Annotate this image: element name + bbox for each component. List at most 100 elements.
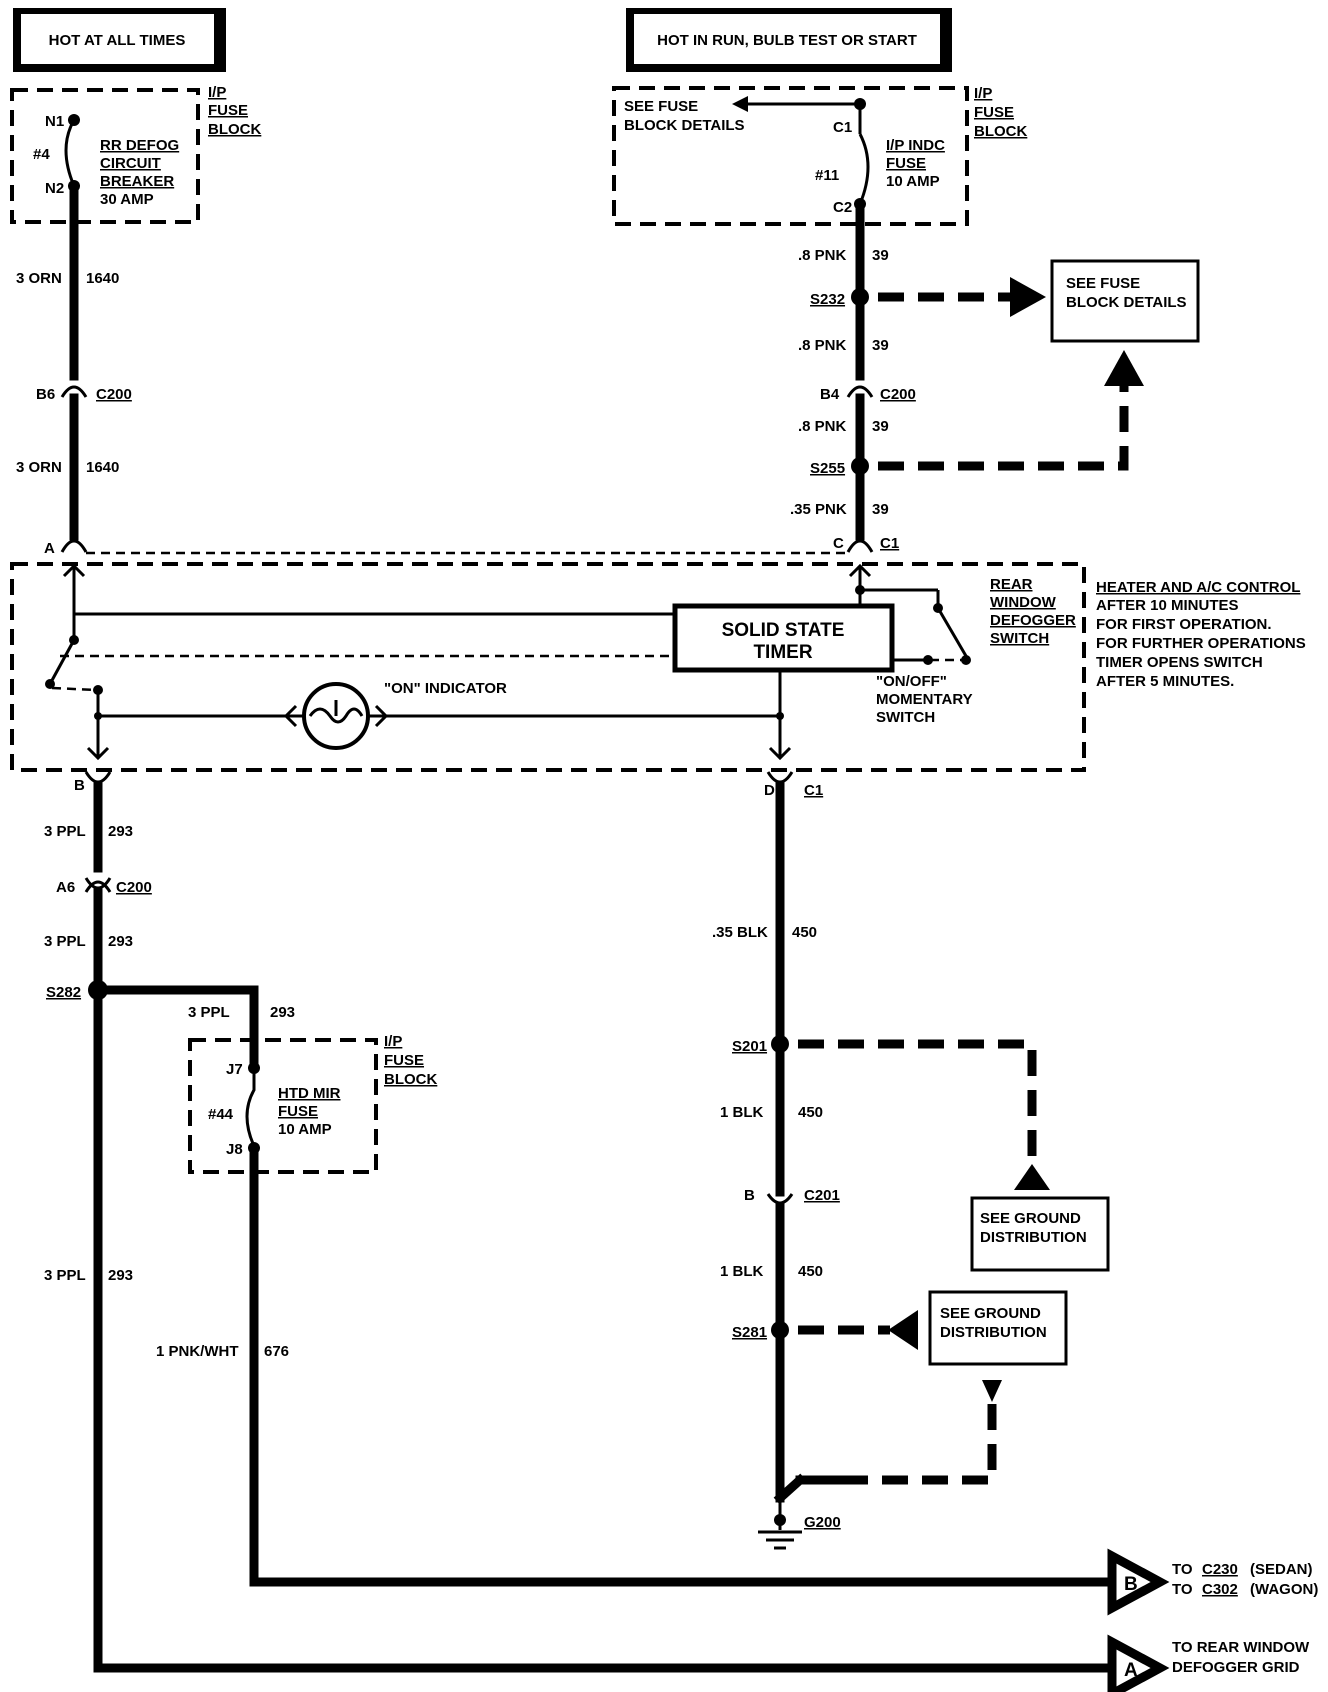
connector-b4: B4 bbox=[820, 386, 840, 403]
see-fuse-block-2: BLOCK DETAILS bbox=[1066, 294, 1187, 311]
fuse-block-left-label-1: I/P bbox=[208, 84, 226, 101]
right-see-details-1: SEE FUSE bbox=[624, 98, 698, 115]
fuse-number-11: #11 bbox=[815, 167, 839, 184]
heater-note-4: FOR FURTHER OPERATIONS bbox=[1096, 635, 1306, 652]
switch-label-2: WINDOW bbox=[990, 594, 1057, 611]
see-ground-1-line2: DISTRIBUTION bbox=[980, 1229, 1087, 1246]
output-a-letter: A bbox=[1124, 1660, 1138, 1681]
right-see-details-2: BLOCK DETAILS bbox=[624, 117, 745, 134]
wire-pnkwht-676: 1 PNK/WHT 676 bbox=[156, 1147, 1115, 1587]
fuse-block-left-label-2: FUSE bbox=[208, 102, 248, 119]
breaker-name-1: RR DEFOG bbox=[100, 137, 179, 154]
switch-label-4: SWITCH bbox=[990, 630, 1049, 647]
fuse-details-reference: SEE FUSE BLOCK DETAILS bbox=[878, 259, 1200, 471]
wire-pnk-circuit-4: 39 bbox=[872, 501, 889, 518]
wire-ppl-gauge-3: 3 PPL bbox=[188, 1004, 230, 1021]
wire-pnk-circuit-3: 39 bbox=[872, 418, 889, 435]
wire-pnk-gauge-3: .8 PNK bbox=[798, 418, 847, 435]
fuse-block-htd-label-2: FUSE bbox=[384, 1052, 424, 1069]
connector-c200-lower: C200 bbox=[116, 879, 152, 896]
wire-ppl-gauge-1: 3 PPL bbox=[44, 823, 86, 840]
connector-c1-lower: C1 bbox=[804, 782, 823, 799]
splice-s282: S282 bbox=[46, 984, 81, 1001]
indc-fuse-name-1: I/P INDC bbox=[886, 137, 945, 154]
pin-n2: N2 bbox=[45, 180, 64, 197]
connector-c200-left: C200 bbox=[96, 386, 132, 403]
header-hot-at-all-times: HOT AT ALL TIMES bbox=[13, 8, 226, 72]
fuse-block-left-label-3: BLOCK bbox=[208, 121, 261, 138]
output-b-wagon: (WAGON) bbox=[1250, 1581, 1318, 1598]
wire-pnk-39: .8 PNK 39 S232 .8 PNK 39 B4 C200 .8 PNK … bbox=[790, 203, 916, 553]
splice-s201: S201 bbox=[732, 1038, 767, 1055]
connector-c200-right: C200 bbox=[880, 386, 916, 403]
connector-a6: A6 bbox=[56, 879, 75, 896]
breaker-name-3: BREAKER bbox=[100, 173, 174, 190]
output-b-sedan: (SEDAN) bbox=[1250, 1561, 1313, 1578]
connector-c: C bbox=[833, 535, 844, 552]
heater-note-6: AFTER 5 MINUTES. bbox=[1096, 673, 1234, 690]
connector-b-left: B bbox=[74, 777, 85, 794]
heater-note: HEATER AND A/C CONTROL AFTER 10 MINUTES … bbox=[1096, 579, 1306, 690]
header-hot-in-run-text: HOT IN RUN, BULB TEST OR START bbox=[657, 32, 917, 49]
wire-pnkwht-circuit: 676 bbox=[264, 1343, 289, 1360]
output-b-to-1: TO bbox=[1172, 1561, 1193, 1578]
wire-pnkwht-gauge: 1 PNK/WHT bbox=[156, 1343, 239, 1360]
wire-pnk-small-gauge: .35 PNK bbox=[790, 501, 847, 518]
connector-c1-upper: C1 bbox=[880, 535, 899, 552]
wire-blk-450: D C1 .35 BLK 450 S201 1 BLK 450 B C201 1… bbox=[712, 771, 845, 1550]
wire-blk-small-gauge: .35 BLK bbox=[712, 924, 768, 941]
output-a-line-1: TO REAR WINDOW bbox=[1172, 1639, 1310, 1656]
wire-orn-circuit-bottom: 1640 bbox=[86, 459, 119, 476]
htd-fuse-name-2: FUSE bbox=[278, 1103, 318, 1120]
wire-ppl-gauge-4: 3 PPL bbox=[44, 1267, 86, 1284]
switch-label-3: DEFOGGER bbox=[990, 612, 1076, 629]
heater-note-1: HEATER AND A/C CONTROL bbox=[1096, 579, 1300, 596]
splice-s255: S255 bbox=[810, 460, 845, 477]
momentary-label-2: MOMENTARY bbox=[876, 691, 973, 708]
output-b-c302: C302 bbox=[1202, 1581, 1238, 1598]
fuse-block-htd-label-1: I/P bbox=[384, 1033, 402, 1050]
heater-note-5: TIMER OPENS SWITCH bbox=[1096, 654, 1263, 671]
wire-pnk-circuit-1: 39 bbox=[872, 247, 889, 264]
heater-ac-control: "ON" INDICATOR SOLID STATE TIMER "ON/OFF… bbox=[10, 551, 1086, 772]
splice-s232: S232 bbox=[810, 291, 845, 308]
wire-orn-gauge-bottom: 3 ORN bbox=[16, 459, 62, 476]
splice-s281: S281 bbox=[732, 1324, 767, 1341]
see-ground-2-line1: SEE GROUND bbox=[940, 1305, 1041, 1322]
output-b: B TO C230 (SEDAN) TO C302 (WAGON) bbox=[1107, 1548, 1318, 1616]
fuse-block-right-label-1: I/P bbox=[974, 85, 992, 102]
ground-g200: G200 bbox=[804, 1514, 841, 1531]
fuse-block-right: SEE FUSE BLOCK DETAILS C1 C2 #11 I/P IND… bbox=[612, 85, 1027, 226]
wire-pnk-gauge-1: .8 PNK bbox=[798, 247, 847, 264]
output-b-c230: C230 bbox=[1202, 1561, 1238, 1578]
wire-ppl-circuit-1: 293 bbox=[108, 823, 133, 840]
output-b-to-2: TO bbox=[1172, 1581, 1193, 1598]
wire-ppl-circuit-3: 293 bbox=[270, 1004, 295, 1021]
pin-c2: C2 bbox=[833, 199, 852, 216]
header-hot-in-run: HOT IN RUN, BULB TEST OR START bbox=[626, 8, 952, 72]
wire-blk-circuit-2: 450 bbox=[798, 1104, 823, 1121]
connector-b6: B6 bbox=[36, 386, 55, 403]
wire-pnk-gauge-2: .8 PNK bbox=[798, 337, 847, 354]
fuse-number-4: #4 bbox=[33, 146, 50, 163]
htd-fuse-name-3: 10 AMP bbox=[278, 1121, 332, 1138]
fuse-block-left: N1 N2 #4 RR DEFOG CIRCUIT BREAKER 30 AMP… bbox=[10, 84, 261, 224]
fuse-block-right-label-3: BLOCK bbox=[974, 123, 1027, 140]
output-b-letter: B bbox=[1124, 1574, 1138, 1595]
output-a: A TO REAR WINDOW DEFOGGER GRID bbox=[1107, 1634, 1310, 1692]
breaker-name-2: CIRCUIT bbox=[100, 155, 161, 172]
connector-d: D bbox=[764, 782, 775, 799]
wire-blk-gauge-2: 1 BLK bbox=[720, 1263, 764, 1280]
pin-c1-top: C1 bbox=[833, 119, 852, 136]
htd-fuse-name-1: HTD MIR bbox=[278, 1085, 341, 1102]
wire-orn-1640: 3 ORN 1640 B6 C200 3 ORN 1640 A bbox=[16, 185, 132, 557]
wire-blk-circuit-3: 450 bbox=[798, 1263, 823, 1280]
timer-label-2: TIMER bbox=[753, 642, 812, 663]
fuse-block-htd: J7 J8 #44 HTD MIR FUSE 10 AMP I/P FUSE B… bbox=[188, 1033, 437, 1174]
switch-label-1: REAR bbox=[990, 576, 1033, 593]
wire-blk-circuit-1: 450 bbox=[792, 924, 817, 941]
see-fuse-block-1: SEE FUSE bbox=[1066, 275, 1140, 292]
see-ground-2-line2: DISTRIBUTION bbox=[940, 1324, 1047, 1341]
pin-j7: J7 bbox=[226, 1061, 243, 1078]
